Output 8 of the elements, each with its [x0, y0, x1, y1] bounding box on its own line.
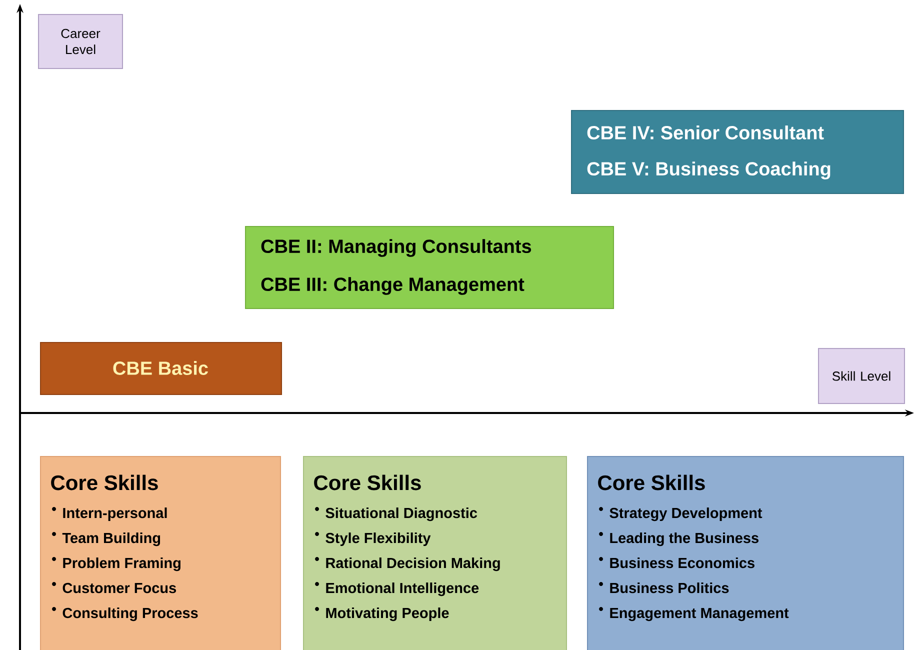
level-box: CBE Basic	[40, 342, 282, 395]
skills-box: Core Skills Intern-personal Team Building Problem Framing Customer Focus Consulting Process	[40, 456, 281, 650]
axis-label-box: Skill Level	[818, 348, 905, 404]
axis-label-box: Career Level	[38, 14, 123, 69]
level-box: CBE IV: Senior Consultant CBE V: Business Coaching	[571, 110, 904, 194]
skills-box: Core Skills Situational Diagnostic Style Flexibility Rational Decision Making Emotional Intelligence Motivating People	[303, 456, 567, 650]
level-box: CBE II: Managing Consultants CBE III: Change Management	[245, 226, 614, 309]
skills-box: Core Skills Strategy Development Leading the Business Business Economics Business Politics Engagement Management	[587, 456, 904, 650]
